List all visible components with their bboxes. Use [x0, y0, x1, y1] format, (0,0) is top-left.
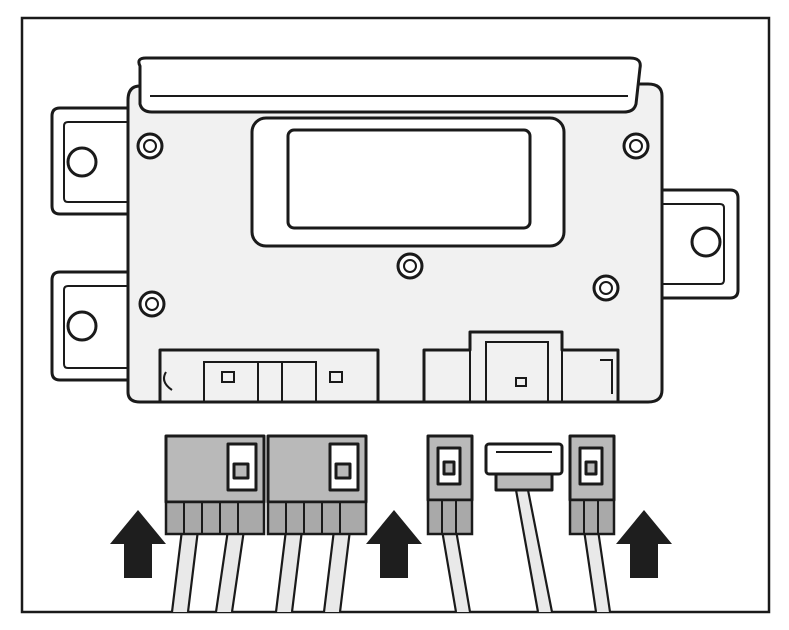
screw-icon	[592, 274, 620, 302]
mount-tab-right	[660, 188, 740, 300]
screw-icon	[622, 132, 650, 160]
up-arrow-icon	[366, 510, 422, 578]
harness-connector-2	[266, 434, 368, 536]
module-socket-left	[158, 348, 380, 404]
up-arrow-icon	[616, 510, 672, 578]
mount-tab-upper-left	[50, 106, 132, 216]
harness-connector-5	[568, 434, 616, 536]
harness-connector-4	[484, 442, 564, 492]
wire-harness	[170, 489, 612, 613]
control-module-housing	[126, 56, 664, 404]
mounting-hole-icon	[66, 146, 98, 178]
screw-icon	[396, 252, 424, 280]
label-window	[286, 128, 532, 230]
mount-tab-lower-left	[50, 270, 132, 382]
mounting-hole-icon	[66, 310, 98, 342]
harness-connector-1	[164, 434, 266, 536]
screw-icon	[136, 132, 164, 160]
up-arrow-icon	[110, 510, 166, 578]
module-socket-right	[422, 330, 620, 404]
harness-connector-3	[426, 434, 474, 536]
mounting-hole-icon	[690, 226, 722, 258]
screw-icon	[138, 290, 166, 318]
